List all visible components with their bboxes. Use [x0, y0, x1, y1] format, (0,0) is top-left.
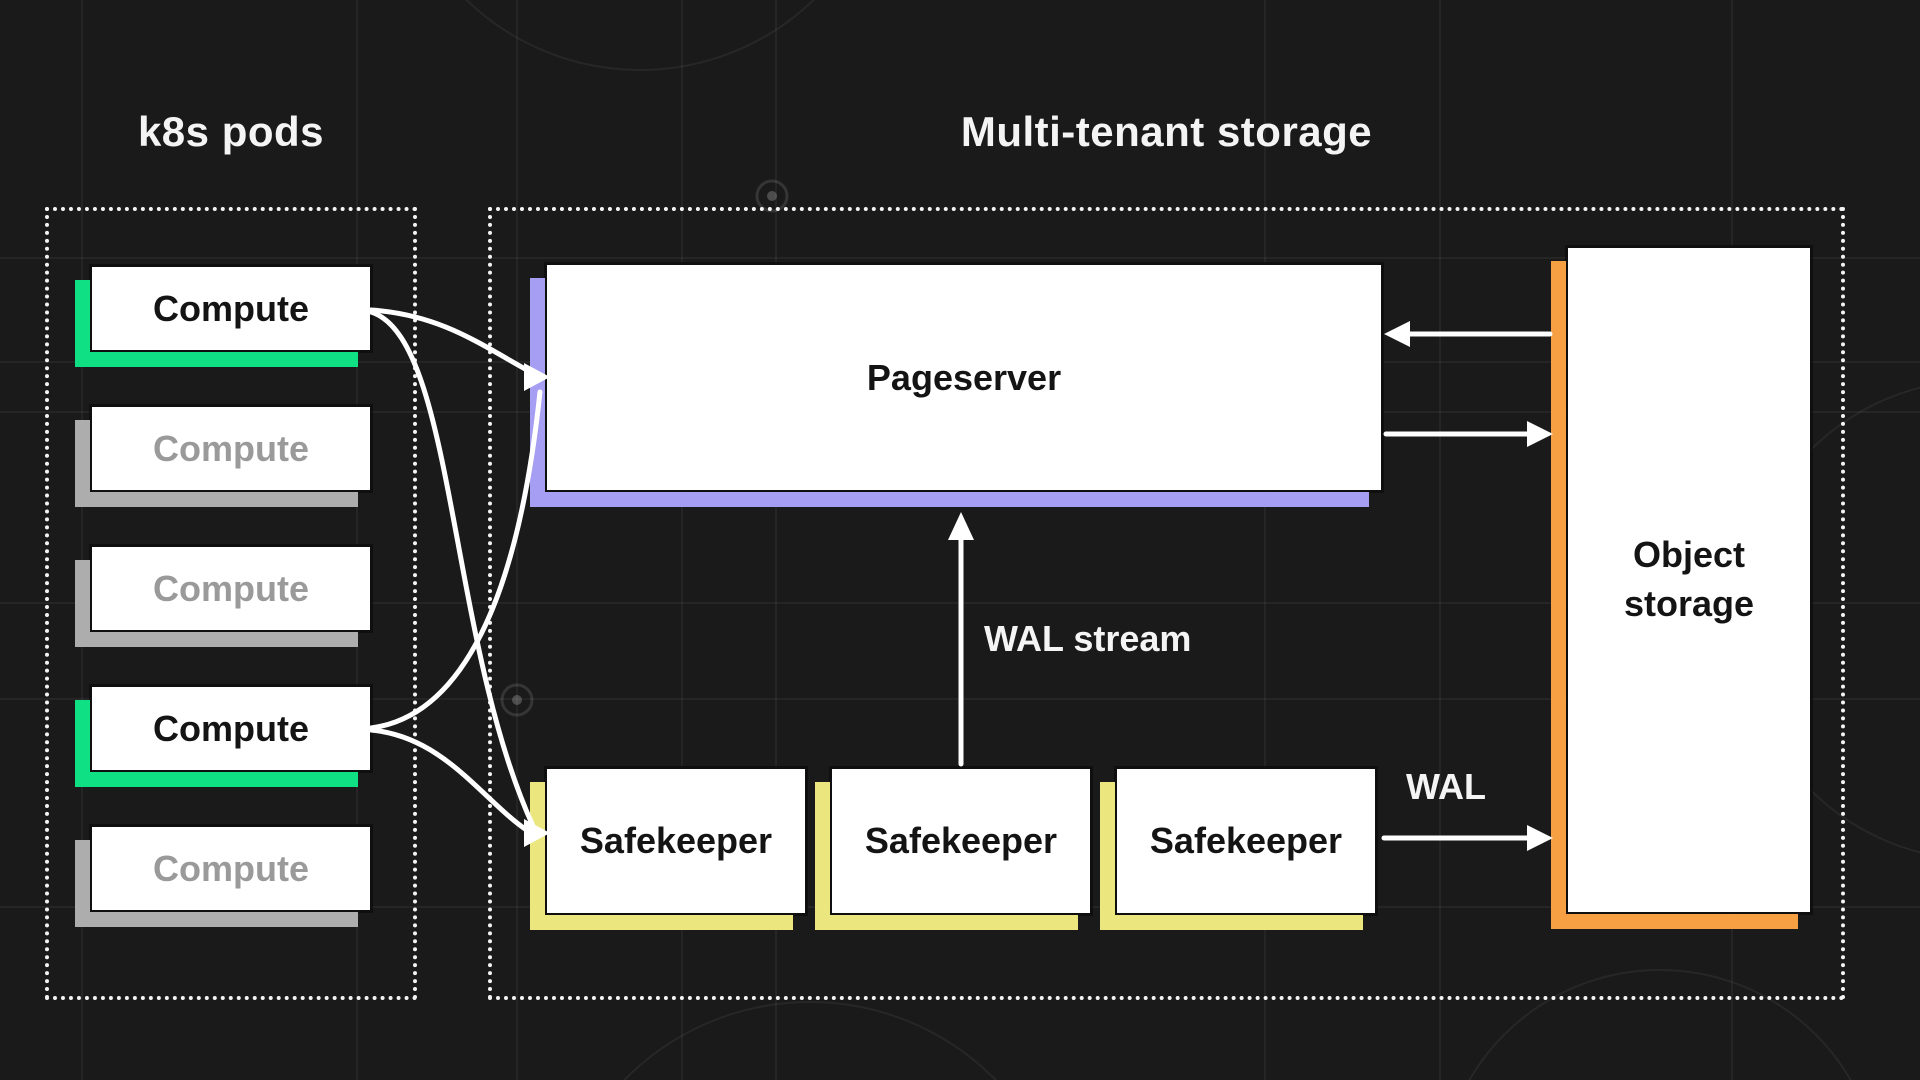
compute-node-4: Compute: [75, 687, 370, 787]
safekeeper-node-1-label: Safekeeper: [579, 820, 773, 861]
compute-node-4-label: Compute: [153, 707, 309, 749]
safekeeper-node-1: Safekeeper: [530, 769, 805, 930]
compute-node-1: Compute: [75, 267, 370, 367]
compute-node-2: Compute: [75, 407, 370, 507]
object-storage-label: Object storage: [1623, 534, 1755, 624]
compute-node-3: Compute: [75, 547, 370, 647]
safekeeper-node-2-label: Safekeeper: [864, 820, 1058, 861]
compute-node-1-label: Compute: [153, 287, 309, 329]
pageserver-node: Pageserver: [530, 265, 1381, 507]
wal-stream-label: WAL stream: [984, 618, 1192, 659]
safekeeper-node-3: Safekeeper: [1100, 769, 1375, 930]
compute-node-5: Compute: [75, 827, 370, 927]
compute-node-3-label: Compute: [153, 567, 309, 609]
safekeeper-node-2: Safekeeper: [815, 769, 1090, 930]
compute-node-2-label: Compute: [153, 427, 309, 469]
multi-tenant-storage-title: Multi-tenant storage: [960, 108, 1373, 155]
safekeeper-node-3-label: Safekeeper: [1149, 820, 1343, 861]
compute-node-5-label: Compute: [153, 847, 309, 889]
wal-label: WAL: [1406, 766, 1486, 807]
pageserver-label: Pageserver: [866, 356, 1062, 398]
object-storage-node: Object storage: [1551, 248, 1810, 929]
k8s-pods-title: k8s pods: [137, 108, 325, 155]
